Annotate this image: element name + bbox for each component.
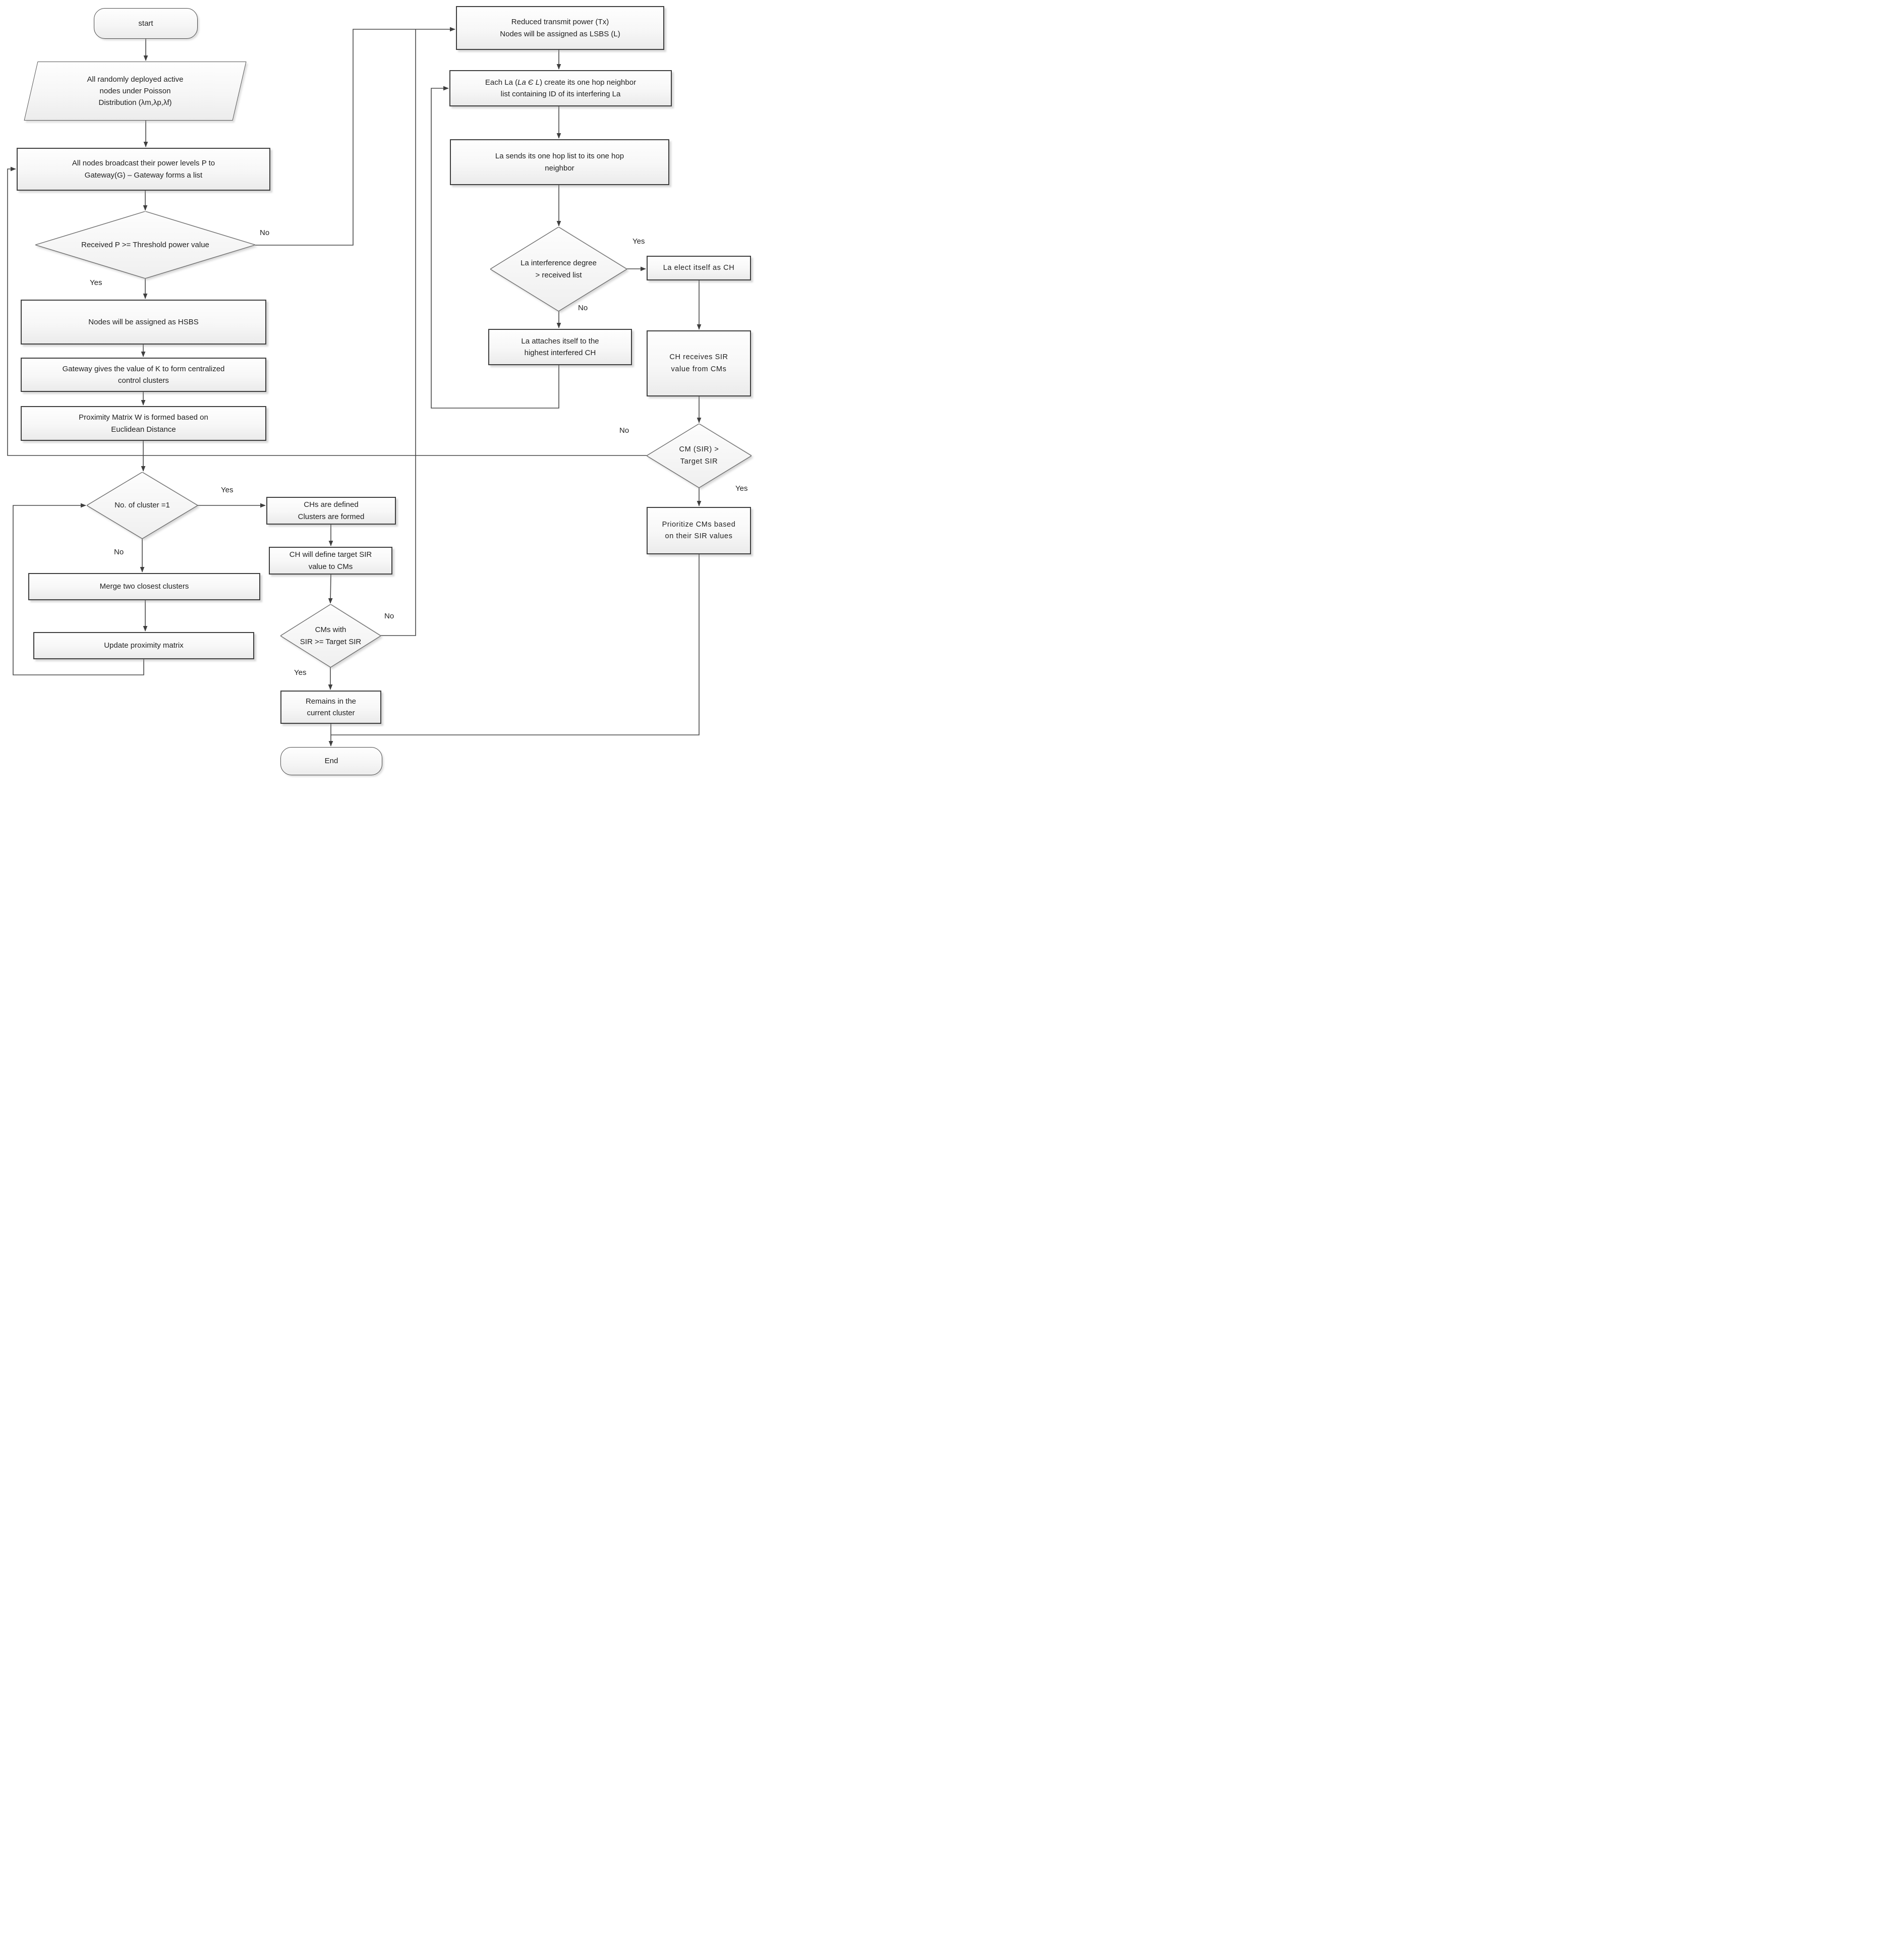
- start-label: start: [138, 19, 153, 28]
- edge-label-cluster-no: No: [114, 548, 124, 556]
- end-label: End: [324, 757, 338, 766]
- threshold-label: Received P >= Threshold power value: [81, 240, 209, 249]
- node-broadcast: All nodes broadcast their power levels P…: [17, 148, 270, 191]
- node-cm-sir-decision: CM (SIR) > Target SIR: [647, 424, 752, 488]
- la-elect-label: La elect itself as CH: [663, 263, 735, 272]
- node-ch-receives: CH receives SIR value from CMs: [647, 330, 751, 396]
- cm-sir-label: CM (SIR) > Target SIR: [679, 445, 719, 466]
- update-label: Update proximity matrix: [104, 641, 184, 650]
- edge-label-threshold-yes: Yes: [90, 278, 102, 287]
- deploy-label: All randomly deployed active nodes under…: [87, 75, 184, 107]
- flowchart-canvas: start All randomly deployed active nodes…: [0, 0, 762, 778]
- edge-cmsir-no-broadcast: [7, 166, 647, 456]
- node-hsbs: Nodes will be assigned as HSBS: [21, 300, 266, 345]
- node-cluster-decision: No. of cluster =1: [87, 472, 198, 539]
- node-cms-sir-decision: CMs with SIR >= Target SIR: [280, 604, 381, 667]
- node-end: End: [280, 747, 382, 775]
- ch-receives-label: CH receives SIR value from CMs: [669, 353, 728, 373]
- edge-label-threshold-no: No: [260, 228, 270, 237]
- hsbs-label: Nodes will be assigned as HSBS: [88, 317, 199, 326]
- gateway-k-label: Gateway gives the value of K to form cen…: [62, 364, 225, 385]
- edge-label-cluster-yes: Yes: [221, 486, 234, 494]
- node-merge: Merge two closest clusters: [28, 573, 260, 600]
- edge-cms-no-join: [381, 29, 416, 636]
- node-chs-defined: CHs are defined Clusters are formed: [266, 497, 396, 525]
- node-la-attach: La attaches itself to the highest interf…: [488, 329, 632, 365]
- each-la-label: Each La (La Є L) create its one hop neig…: [481, 76, 640, 101]
- prioritize-label: Prioritize CMs based on their SIR values: [662, 520, 736, 540]
- la-attach-label: La attaches itself to the highest interf…: [521, 336, 599, 357]
- edge-prioritize-end-join: [331, 554, 700, 735]
- node-remains: Remains in the current cluster: [280, 691, 381, 724]
- cms-sir-label: CMs with SIR >= Target SIR: [300, 625, 362, 646]
- node-update: Update proximity matrix: [33, 632, 254, 659]
- node-ch-target-sir: CH will define target SIR value to CMs: [269, 547, 392, 575]
- node-start: start: [94, 8, 198, 39]
- edge-label-cm-sir-yes: Yes: [735, 484, 748, 493]
- proximity-label: Proximity Matrix W is formed based on Eu…: [79, 413, 208, 434]
- node-proximity: Proximity Matrix W is formed based on Eu…: [21, 406, 266, 441]
- cluster-one-label: No. of cluster =1: [114, 501, 170, 510]
- edge-label-cm-sir-no: No: [619, 426, 629, 435]
- edge-threshold-no-reduced: [255, 27, 455, 246]
- node-prioritize: Prioritize CMs based on their SIR values: [647, 507, 751, 554]
- node-la-interference-decision: La interference degree > received list: [490, 227, 627, 311]
- node-threshold-decision: Received P >= Threshold power value: [35, 211, 255, 278]
- node-gateway-k: Gateway gives the value of K to form cen…: [21, 358, 266, 392]
- la-interf-label: La interference degree > received list: [521, 259, 597, 279]
- each-la-italic: La Є L: [517, 78, 540, 87]
- merge-label: Merge two closest clusters: [99, 582, 189, 591]
- edge-laattach-loop-eachla: [431, 86, 559, 409]
- edge-label-cms-yes: Yes: [294, 668, 307, 677]
- edge-label-la-interf-no: No: [578, 304, 588, 312]
- node-each-la: Each La (La Є L) create its one hop neig…: [449, 70, 672, 106]
- each-la-post: ) create its one hop neighbor list conta…: [500, 78, 637, 98]
- la-sends-label: La sends its one hop list to its one hop…: [495, 152, 624, 173]
- edge-chtarget-cms: [328, 574, 333, 604]
- chs-defined-label: CHs are defined Clusters are formed: [298, 500, 365, 521]
- broadcast-label: All nodes broadcast their power levels P…: [72, 159, 215, 180]
- edge-label-la-interf-yes: Yes: [632, 237, 645, 246]
- node-la-sends: La sends its one hop list to its one hop…: [450, 139, 669, 185]
- node-la-elect: La elect itself as CH: [647, 256, 751, 280]
- remains-label: Remains in the current cluster: [305, 697, 357, 717]
- ch-target-label: CH will define target SIR value to CMs: [289, 550, 372, 571]
- node-reduced-tx: Reduced transmit power (Tx) Nodes will b…: [456, 6, 664, 50]
- reduced-label: Reduced transmit power (Tx) Nodes will b…: [500, 18, 620, 38]
- edge-update-loop-cluster: [13, 503, 144, 675]
- each-la-pre: Each La (: [485, 78, 518, 87]
- edge-label-cms-no: No: [384, 612, 394, 620]
- node-deploy: All randomly deployed active nodes under…: [23, 62, 248, 121]
- connector-lines: [7, 27, 702, 747]
